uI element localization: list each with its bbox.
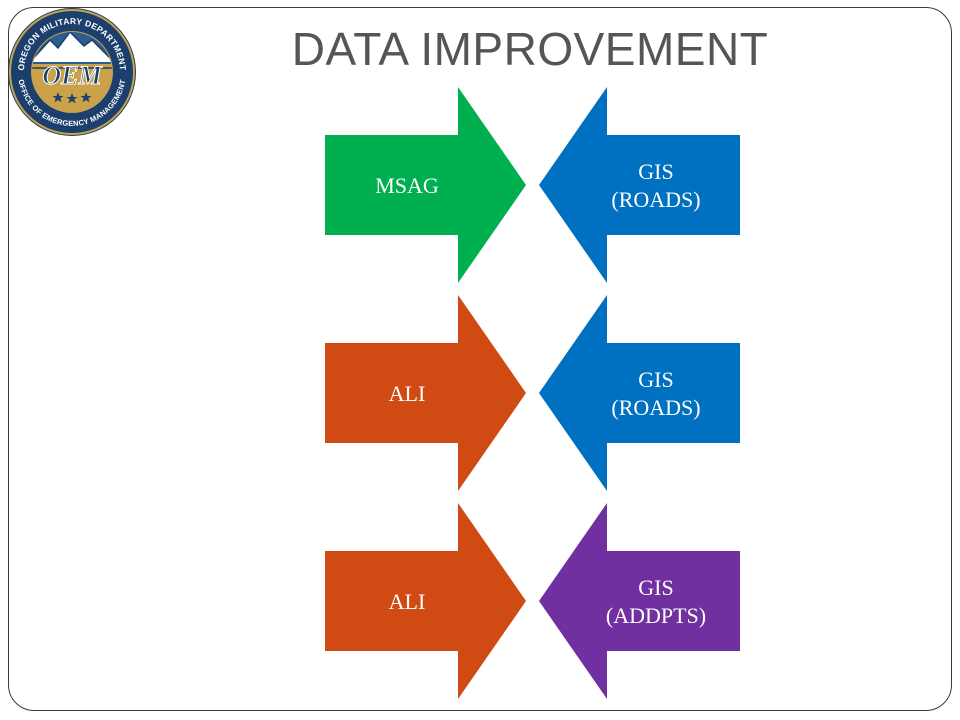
right-arrow-1	[325, 87, 526, 283]
left-arrow-label-3: GIS (ADDPTS)	[606, 575, 706, 628]
logo-stars-icon	[52, 92, 92, 104]
right-arrow-label-3-line-1: ALI	[389, 589, 426, 614]
right-arrow-label-3: ALI	[389, 589, 426, 614]
left-arrow-label-3-line-1: GIS	[638, 575, 673, 600]
left-arrow-label-2-line-2: (ROADS)	[611, 395, 700, 420]
right-arrow-label-2-line-1: ALI	[389, 381, 426, 406]
right-arrow-label-1: MSAG	[375, 173, 439, 198]
left-arrow-label-1: GIS (ROADS)	[611, 159, 700, 212]
left-arrow-label-3-line-2: (ADDPTS)	[606, 603, 706, 628]
left-arrow-1	[539, 87, 740, 283]
right-arrow-3	[325, 503, 526, 699]
slide-title: DATA IMPROVEMENT	[291, 23, 769, 75]
left-arrow-3	[539, 503, 740, 699]
left-arrow-2	[539, 295, 740, 491]
oem-logo: OREGON MILITARY DEPARTMENT OFFICE OF EME…	[8, 8, 136, 136]
left-arrow-label-2: GIS (ROADS)	[611, 367, 700, 420]
left-arrow-label-2-line-1: GIS	[638, 367, 673, 392]
right-arrow-label-2: ALI	[389, 381, 426, 406]
left-arrow-label-1-line-2: (ROADS)	[611, 187, 700, 212]
logo-mountain-icon	[32, 32, 112, 62]
left-arrow-label-1-line-1: GIS	[638, 159, 673, 184]
logo-center-text: OEM	[42, 61, 102, 90]
right-arrow-2	[325, 295, 526, 491]
right-arrow-label-1-line-1: MSAG	[375, 173, 439, 198]
